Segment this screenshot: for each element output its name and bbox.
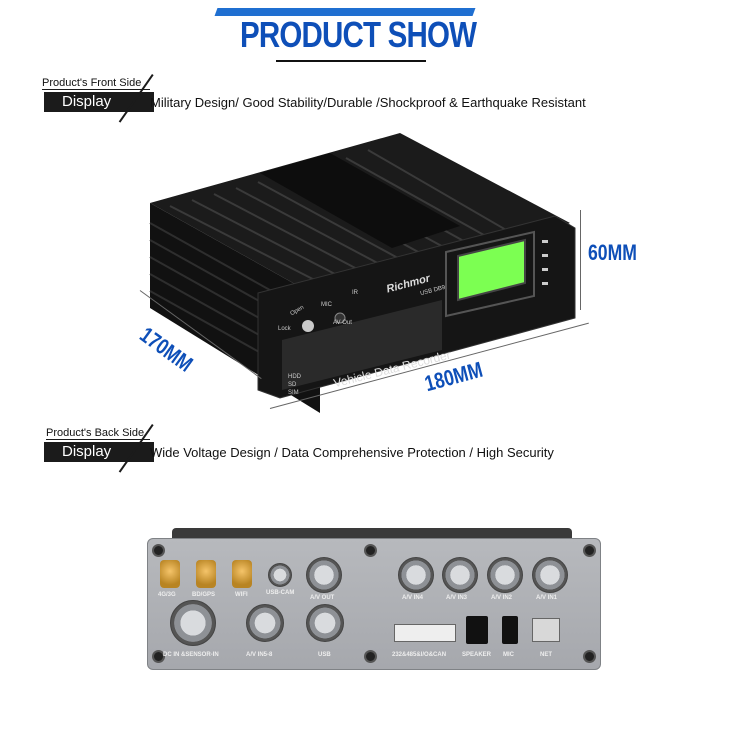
back-section-caption: Product's Back Side xyxy=(46,427,145,439)
av-in5-8-port xyxy=(246,604,284,642)
screw xyxy=(152,650,165,663)
av-in3-port xyxy=(442,557,478,593)
port-label: USB-CAM xyxy=(266,590,295,596)
port-label: 4G/3G xyxy=(158,592,176,598)
antenna-4g-port xyxy=(160,560,180,588)
antenna-wifi-port xyxy=(232,560,252,588)
device-ir-label: IR xyxy=(352,290,358,296)
back-description: Wide Voltage Design / Data Comprehensive… xyxy=(150,445,554,460)
av-in4-port xyxy=(398,557,434,593)
speaker-port xyxy=(466,616,488,644)
port-label: WIFI xyxy=(235,592,248,598)
screw xyxy=(583,650,596,663)
front-section-rule xyxy=(42,89,150,90)
back-panel-lip xyxy=(172,528,572,540)
front-display-tag: Display xyxy=(44,92,154,112)
front-section-caption: Product's Front Side xyxy=(42,77,142,89)
height-dim-line xyxy=(580,210,581,310)
serial-terminal xyxy=(394,624,456,642)
device-mic-label: MIC xyxy=(321,302,332,308)
port-label: A/V IN2 xyxy=(491,595,513,601)
mic-port xyxy=(502,616,518,644)
screw xyxy=(364,544,377,557)
page-title: PRODUCT SHOW xyxy=(240,14,477,55)
device-sim-label: SIM xyxy=(288,390,299,396)
screw xyxy=(364,650,377,663)
device-hdd-label: HDD xyxy=(288,374,301,380)
back-display-tag: Display xyxy=(44,442,154,462)
screw xyxy=(583,544,596,557)
port-label: BD/GPS xyxy=(192,592,216,598)
port-label: A/V IN5-8 xyxy=(246,652,273,658)
screw xyxy=(152,544,165,557)
usb-cam-port xyxy=(268,563,292,587)
device-avout-label: AV Out xyxy=(333,320,352,326)
port-label: A/V IN1 xyxy=(536,595,558,601)
port-label: A/V IN4 xyxy=(402,595,424,601)
port-label: SPEAKER xyxy=(462,652,492,658)
av-out-port xyxy=(306,557,342,593)
dc-in-port xyxy=(170,600,216,646)
usb-port xyxy=(306,604,344,642)
antenna-gps-port xyxy=(196,560,216,588)
av-in2-port xyxy=(487,557,523,593)
device-lock-label: Lock xyxy=(278,326,291,332)
height-dimension: 60MM xyxy=(588,240,637,265)
back-section-rule xyxy=(46,439,150,440)
port-label: DC IN &SENSOR-IN xyxy=(163,652,219,658)
device-sd-label: SD xyxy=(288,382,297,388)
port-label: USB xyxy=(318,652,331,658)
net-port xyxy=(532,618,560,642)
port-label: A/V OUT xyxy=(310,595,335,601)
front-description: Military Design/ Good Stability/Durable … xyxy=(150,95,586,110)
port-label: MIC xyxy=(503,652,514,658)
dvr-front-image xyxy=(149,133,576,413)
header-underline xyxy=(276,60,426,62)
port-label: 232&485&I/O&CAN xyxy=(392,652,447,658)
port-label: A/V IN3 xyxy=(446,595,468,601)
port-label: NET xyxy=(540,652,552,658)
back-panel xyxy=(147,538,601,670)
av-in1-port xyxy=(532,557,568,593)
